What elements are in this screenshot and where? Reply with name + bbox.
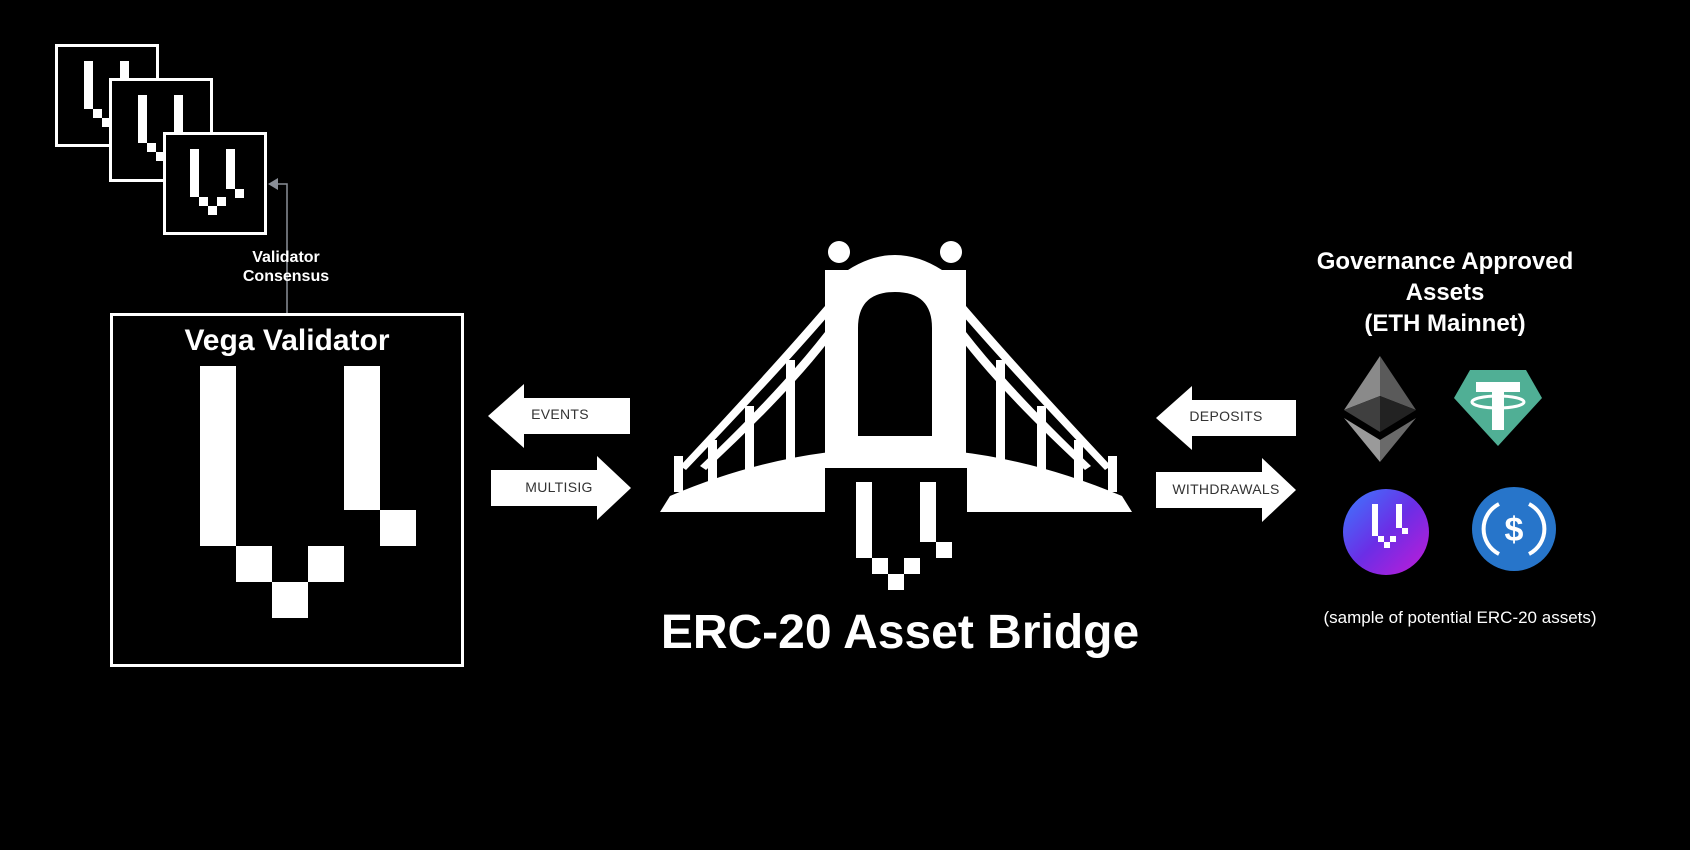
events-arrow [488, 384, 630, 448]
consensus-connector [268, 178, 288, 317]
vega-logo-icon [138, 95, 183, 161]
validator-node-3 [163, 132, 267, 235]
vega-logo-icon [190, 149, 244, 215]
tether-icon [1454, 370, 1542, 446]
withdrawals-label: WITHDRAWALS [1172, 481, 1280, 497]
vega-logo-icon [200, 366, 416, 618]
usdc-icon: $ [1472, 487, 1556, 571]
multisig-label: MULTISIG [525, 479, 593, 495]
vega-token-icon [1343, 489, 1429, 575]
assets-note: (sample of potential ERC-20 assets) [1323, 608, 1597, 627]
ethereum-icon [1344, 356, 1416, 462]
consensus-label: Validator Consensus [242, 249, 330, 285]
assets-title: Governance Approved Assets (ETH Mainnet) [1316, 248, 1574, 337]
validator-title: Vega Validator [184, 324, 390, 357]
events-label: EVENTS [531, 406, 589, 422]
vega-validator-box: Vega Validator [110, 313, 464, 667]
bridge-icon [660, 241, 1132, 590]
multisig-arrow [491, 456, 631, 520]
vega-logo-icon [84, 61, 129, 127]
bridge-title: ERC-20 Asset Bridge [660, 606, 1140, 659]
svg-text:$: $ [1505, 511, 1524, 549]
deposits-label: DEPOSITS [1189, 408, 1263, 424]
deposits-arrow [1156, 386, 1296, 450]
withdrawals-arrow [1156, 458, 1296, 522]
